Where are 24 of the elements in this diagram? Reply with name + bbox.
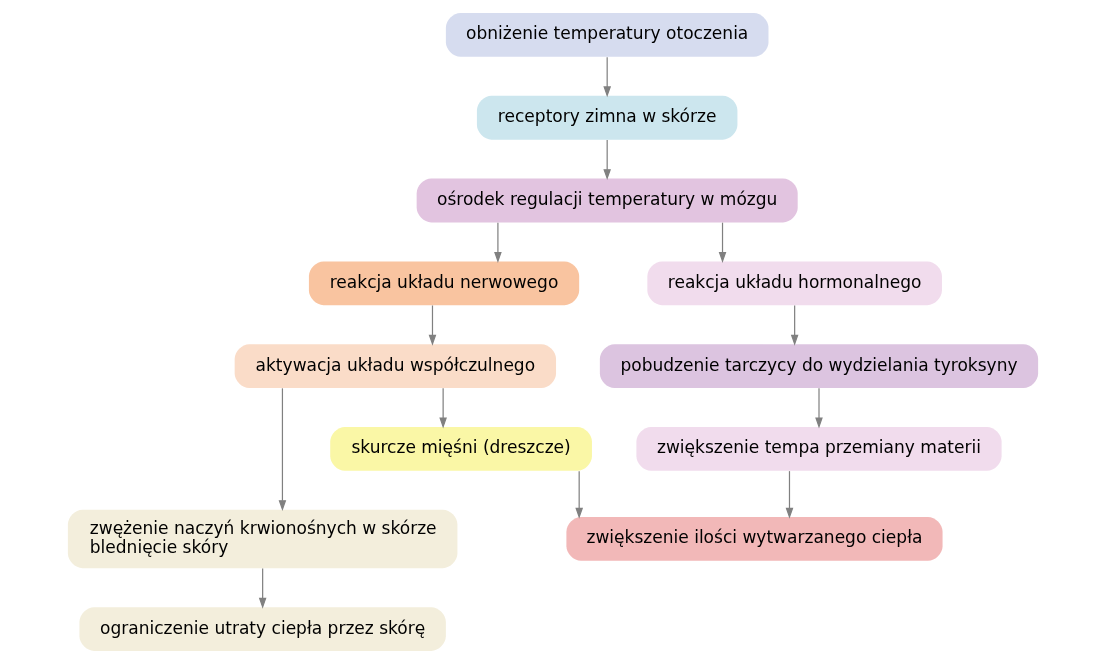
node-box: zwiększenie ilości wytwarzanego ciepła (565, 517, 943, 561)
arrow (438, 387, 447, 429)
arrow (278, 387, 286, 512)
node-box: ograniczenie utraty ciepła przez skórę (78, 607, 446, 651)
arrow (258, 567, 266, 609)
arrow (493, 222, 502, 263)
arrow (574, 470, 583, 519)
node-box: zwężenie naczyń krwionośnych w skórze blednięcie skóry (67, 509, 457, 569)
arrow (602, 56, 611, 98)
node-box: reakcja układu hormonalnego (646, 261, 942, 306)
node-box: reakcja układu nerwowego (308, 261, 579, 306)
node-box: receptory zimna w skórze (476, 95, 737, 140)
arrow (602, 139, 611, 181)
node-box: ośrodek regulacji temperatury w mózgu (416, 178, 798, 223)
node-box: pobudzenie tarczycy do wydzielania tyroksyny (599, 344, 1038, 388)
arrow (428, 304, 436, 346)
arrow (790, 304, 798, 346)
arrow (718, 222, 726, 263)
node-box: skurcze mięśni (dreszcze) (329, 426, 592, 471)
node-box: obniżenie temperatury otoczenia (445, 13, 768, 57)
arrow (814, 387, 823, 429)
node-box: aktywacja układu współczulnego (234, 344, 556, 388)
node-box: zwiększenie tempa przemiany materii (635, 426, 1002, 471)
arrow (785, 470, 793, 519)
